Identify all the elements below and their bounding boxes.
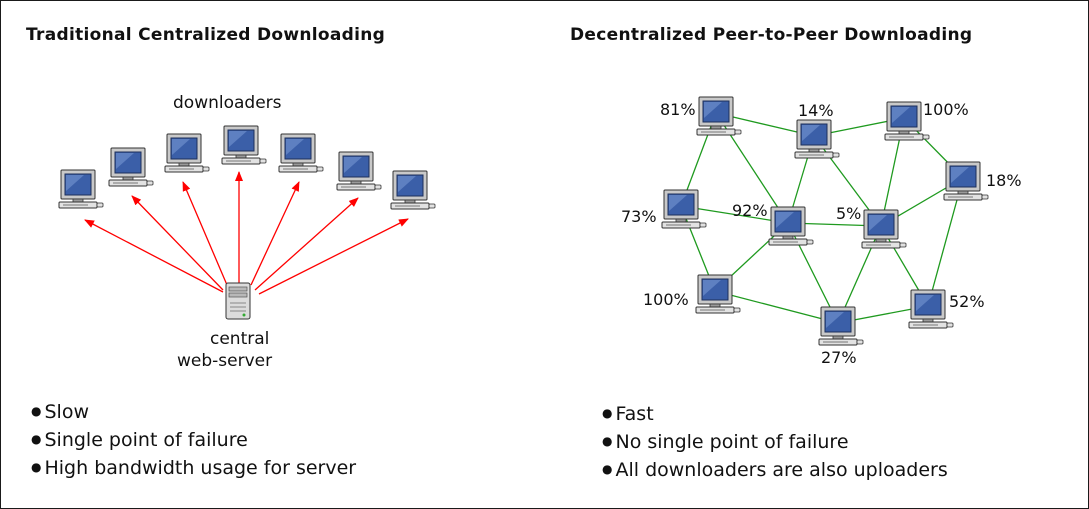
desktop-computer-icon <box>390 170 436 210</box>
bullet-item: ●Fast <box>602 403 654 425</box>
bullet-item: ●High bandwidth usage for server <box>31 457 357 479</box>
desktop-computer-icon <box>943 161 989 201</box>
download-arrow <box>131 195 224 291</box>
peer-link <box>680 205 789 224</box>
peer-progress-label: 81% <box>660 100 696 119</box>
bullet-item: ●No single point of failure <box>602 431 849 453</box>
desktop-computer-icon <box>768 206 814 246</box>
download-arrow <box>182 181 228 286</box>
peer-progress-label: 92% <box>732 201 768 220</box>
desktop-computer-icon <box>908 289 954 329</box>
peer-progress-label: 5% <box>836 204 862 223</box>
peer-progress-label: 100% <box>923 100 969 119</box>
server-tower-icon <box>225 282 251 320</box>
server-label-line2: web-server <box>177 351 273 371</box>
desktop-computer-icon <box>336 151 382 191</box>
peer-progress-label: 52% <box>949 292 985 311</box>
desktop-computer-icon <box>278 133 324 173</box>
download-arrow <box>258 218 409 295</box>
desktop-computer-icon <box>108 147 154 187</box>
peer-progress-label: 100% <box>643 290 689 309</box>
peer-progress-label: 14% <box>798 101 834 120</box>
desktop-computer-icon <box>696 96 742 136</box>
desktop-computer-icon <box>818 306 864 346</box>
downloader-computers <box>58 125 436 210</box>
peer-progress-label: 27% <box>821 348 857 367</box>
peer-progress-label: 18% <box>986 171 1022 190</box>
desktop-computer-icon <box>164 133 210 173</box>
downloaders-label: downloaders <box>173 93 282 113</box>
desktop-computer-icon <box>58 169 104 209</box>
desktop-computer-icon <box>695 274 741 314</box>
left-bullet-list: ●Slow ●Single point of failure ●High ban… <box>31 398 356 482</box>
download-arrow <box>250 181 300 286</box>
peer-computers <box>661 96 989 346</box>
peer-progress-label: 73% <box>621 207 657 226</box>
right-bullet-list: ●Fast ●No single point of failure ●All d… <box>602 400 948 484</box>
bullet-item: ●Slow <box>31 401 89 423</box>
desktop-computer-icon <box>221 125 267 165</box>
server-label-line1: central <box>210 329 270 349</box>
download-arrow <box>254 197 359 291</box>
left-panel-title: Traditional Centralized Downloading <box>26 25 386 45</box>
download-arrow <box>84 219 224 293</box>
bullet-item: ●Single point of failure <box>31 429 248 451</box>
download-arrows <box>84 171 409 295</box>
bullet-item: ●All downloaders are also uploaders <box>602 459 948 481</box>
desktop-computer-icon <box>794 119 840 159</box>
right-panel-title: Decentralized Peer-to-Peer Downloading <box>570 25 973 45</box>
peer-link <box>714 290 839 324</box>
